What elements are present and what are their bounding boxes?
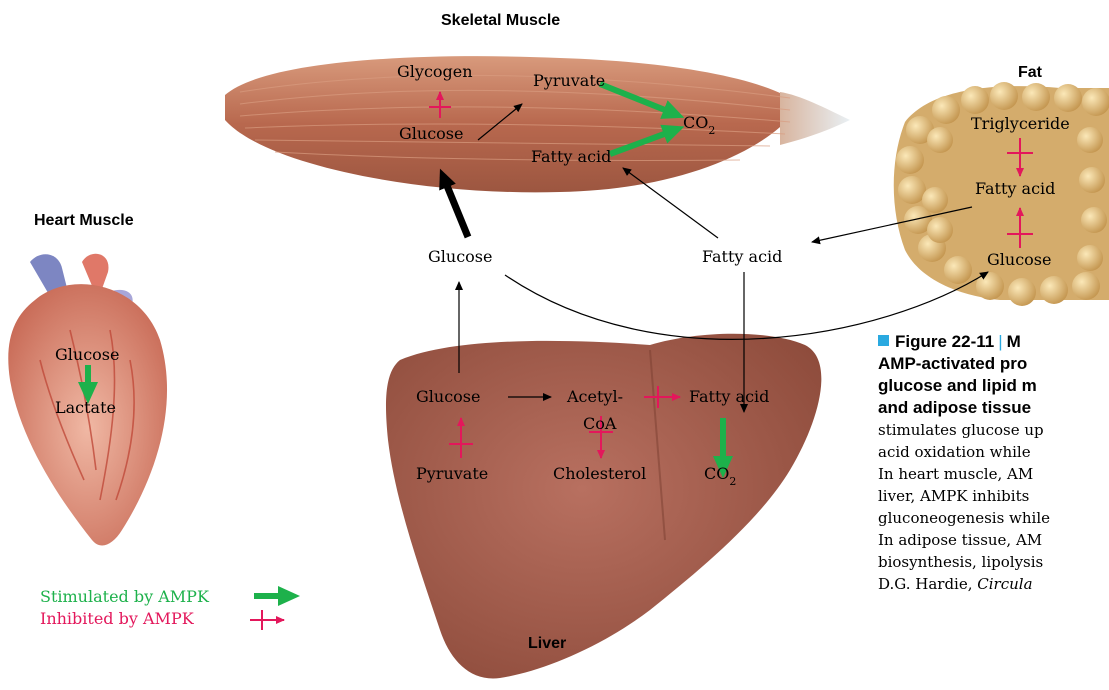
sm-glucose-label: Glucose	[399, 124, 463, 143]
liver-glucose-label: Glucose	[416, 387, 480, 406]
sm-glycogen-label: Glycogen	[397, 62, 473, 81]
sm-fatty-acid-label: Fatty acid	[531, 147, 611, 166]
caption-body-line-8: liver, AMPK inhibits	[878, 485, 1109, 507]
blood-fatty-acid-label: Fatty acid	[702, 247, 782, 266]
caption-title-line-3: glucose and lipid m	[878, 375, 1109, 397]
legend-inhibited-arrow-icon	[250, 610, 284, 630]
liver-cholesterol-label: Cholesterol	[553, 464, 646, 483]
caption-body-line-10: In adipose tissue, AM	[878, 529, 1109, 551]
figure-number: Figure 22-11	[895, 332, 994, 351]
legend-stimulated-label: Stimulated by AMPK	[40, 586, 209, 608]
heart-muscle-heading: Heart Muscle	[34, 212, 134, 230]
legend-glyphs	[250, 596, 290, 630]
legend: Stimulated by AMPK Inhibited by AMPK	[40, 586, 209, 630]
sm-pyruvate-label: Pyruvate	[533, 71, 605, 90]
liver-pyruvate-label: Pyruvate	[416, 464, 488, 483]
liver-coa-label: CoA	[583, 414, 617, 433]
liver-heading: Liver	[528, 635, 566, 653]
fat-triglyceride-label: Triglyceride	[971, 114, 1070, 133]
liver-fatty-acid-label: Fatty acid	[689, 387, 769, 406]
caption-title-line-4: and adipose tissue	[878, 397, 1109, 419]
fat-glucose-label: Glucose	[987, 250, 1051, 269]
arrow-blood-glucose-to-fat	[505, 272, 988, 339]
caption-body-line-12: D.G. Hardie, Circula	[878, 573, 1109, 595]
caption-body-line-5: stimulates glucose up	[878, 419, 1109, 441]
caption-title-line-1: Figure 22-11|M	[878, 331, 1109, 353]
caption-title-line-2: AMP-activated pro	[878, 353, 1109, 375]
liver-acetyl-label: Acetyl-	[566, 387, 623, 406]
liver-illustration	[386, 334, 821, 679]
caption-body-line-7: In heart muscle, AM	[878, 463, 1109, 485]
figure-caption: Figure 22-11|M AMP-activated pro glucose…	[878, 331, 1109, 595]
caption-body-line-9: gluconeogenesis while	[878, 507, 1109, 529]
caption-square-icon	[878, 335, 889, 346]
arrow-blood-fatty-acid-to-muscle	[623, 168, 718, 238]
skeletal-muscle-heading: Skeletal Muscle	[441, 12, 560, 30]
fat-heading: Fat	[1018, 64, 1042, 82]
heart-lactate-label: Lactate	[55, 398, 116, 417]
fat-fatty-acid-label: Fatty acid	[975, 179, 1055, 198]
caption-divider: |	[998, 332, 1002, 351]
caption-body-line-11: biosynthesis, lipolysis	[878, 551, 1109, 573]
heart-glucose-label: Glucose	[55, 345, 119, 364]
legend-inhibited-label: Inhibited by AMPK	[40, 608, 209, 630]
blood-glucose-label: Glucose	[428, 247, 492, 266]
caption-body-line-6: acid oxidation while	[878, 441, 1109, 463]
